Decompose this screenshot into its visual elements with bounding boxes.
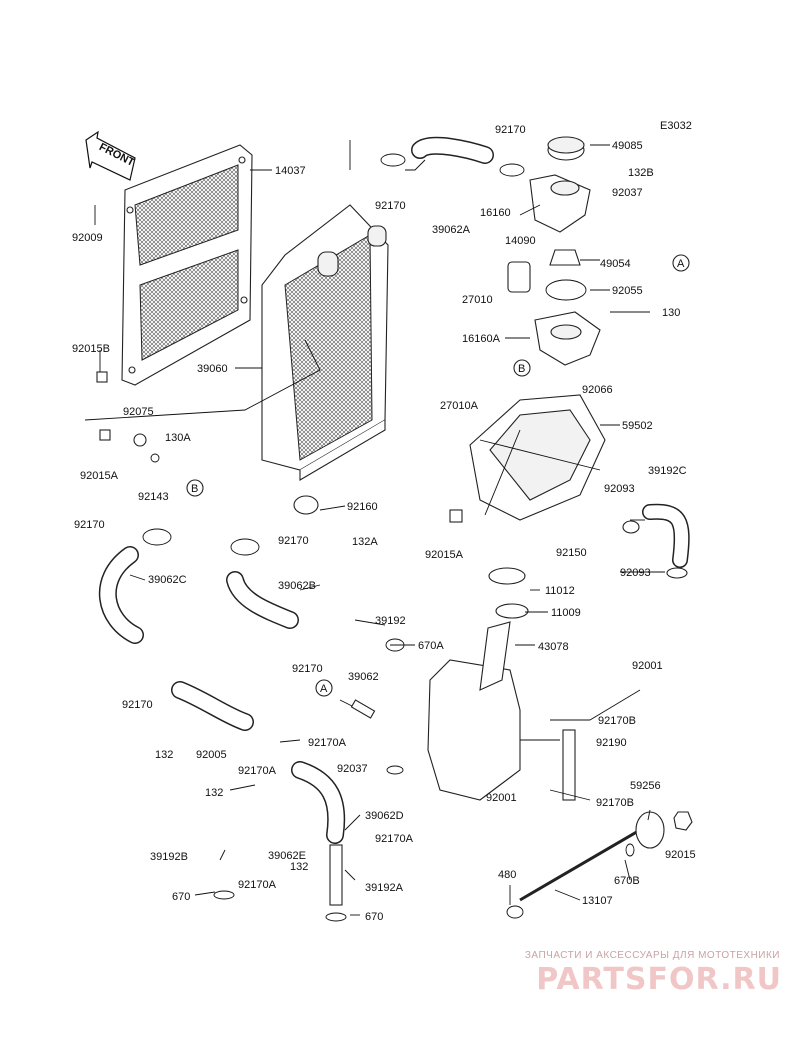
label-92066: 92066 xyxy=(582,384,613,396)
watermark-logo: PARTSFOR.RU xyxy=(536,962,782,997)
label-14037: 14037 xyxy=(275,165,306,177)
label-92001-a: 92001 xyxy=(632,660,663,672)
label-16160a: 16160A xyxy=(462,333,501,345)
label-92170-mid: 92170 xyxy=(278,535,309,547)
label-14090: 14090 xyxy=(505,235,536,247)
label-92143: 92143 xyxy=(138,491,169,503)
label-92037-b: 92037 xyxy=(337,763,368,775)
label-480: 480 xyxy=(498,869,516,881)
label-92015: 92015 xyxy=(665,849,696,861)
label-92075: 92075 xyxy=(123,406,154,418)
label-49054: 49054 xyxy=(600,258,631,270)
label-132a: 132A xyxy=(352,536,378,548)
water-pump-shaft xyxy=(506,811,693,919)
small-fittings xyxy=(96,371,688,922)
label-92170a-d: 92170A xyxy=(238,879,277,891)
label-92170b-b: 92170B xyxy=(596,797,634,809)
label-39062c: 39062C xyxy=(148,574,187,586)
label-27010: 27010 xyxy=(462,294,493,306)
front-arrow-icon: FRONT xyxy=(85,130,137,181)
label-92170a-a: 92170A xyxy=(308,737,347,749)
label-670-a: 670 xyxy=(172,891,190,903)
label-13107: 13107 xyxy=(582,895,613,907)
label-39062a: 39062A xyxy=(432,224,471,236)
label-130: 130 xyxy=(662,307,680,319)
label-27010a: 27010A xyxy=(440,400,479,412)
hoses xyxy=(98,136,690,906)
label-49085: 49085 xyxy=(612,140,643,152)
label-670a: 670A xyxy=(418,640,444,652)
label-92170-top: 92170 xyxy=(375,200,406,212)
part-labels: 14037 92009 92015B 39060 92075 130A 9201… xyxy=(72,124,696,923)
label-132: 132 xyxy=(155,749,173,761)
label-92170a-c: 92170A xyxy=(375,833,414,845)
label-39062: 39062 xyxy=(348,671,379,683)
label-130a: 130A xyxy=(165,432,191,444)
label-39062d: 39062D xyxy=(365,810,404,822)
label-92093-b: 92093 xyxy=(620,567,651,579)
label-92015b: 92015B xyxy=(72,343,110,355)
label-92190: 92190 xyxy=(596,737,627,749)
label-92005: 92005 xyxy=(196,749,227,761)
marker-b-2: B xyxy=(518,363,525,375)
label-670b: 670B xyxy=(614,875,640,887)
label-11009: 11009 xyxy=(551,607,581,619)
label-132b: 132B xyxy=(628,167,654,179)
label-92055: 92055 xyxy=(612,285,643,297)
label-39192a: 39192A xyxy=(365,882,404,894)
label-39062b: 39062B xyxy=(278,580,316,592)
label-132-b: 132 xyxy=(205,787,223,799)
diagram-code: E3032 xyxy=(660,120,692,132)
label-132-c: 132 xyxy=(290,861,308,873)
watermark-tagline: ЗАПЧАСТИ И АКСЕССУАРЫ ДЛЯ МОТОТЕХНИКИ xyxy=(524,950,780,961)
radiator-screen xyxy=(121,144,253,386)
radiator xyxy=(261,204,389,481)
label-92009: 92009 xyxy=(72,232,103,244)
marker-circles xyxy=(186,254,690,697)
label-59256: 59256 xyxy=(630,780,661,792)
label-16160: 16160 xyxy=(480,207,511,219)
label-92170-top2: 92170 xyxy=(495,124,526,136)
marker-a-1: A xyxy=(677,258,685,270)
label-92170a-b: 92170A xyxy=(238,765,277,777)
label-39060: 39060 xyxy=(197,363,228,375)
label-92150: 92150 xyxy=(556,547,587,559)
reservoir-tank xyxy=(427,567,529,801)
label-11012: 11012 xyxy=(545,585,575,597)
label-92015a-mid: 92015A xyxy=(425,549,464,561)
marker-a-2: A xyxy=(320,683,328,695)
label-92015a-left: 92015A xyxy=(80,470,119,482)
thermostat-housing xyxy=(507,136,601,366)
marker-b-1: B xyxy=(191,483,198,495)
label-92001-b: 92001 xyxy=(486,792,517,804)
label-92093-a: 92093 xyxy=(604,483,635,495)
label-92160: 92160 xyxy=(347,501,378,513)
label-670-b: 670 xyxy=(365,911,383,923)
label-92170-left2: 92170 xyxy=(122,699,153,711)
label-59502: 59502 xyxy=(622,420,653,432)
label-39192: 39192 xyxy=(375,615,406,627)
label-39062e: 39062E xyxy=(268,850,306,862)
label-39192c: 39192C xyxy=(648,465,687,477)
label-43078: 43078 xyxy=(538,641,569,653)
label-92037-top: 92037 xyxy=(612,187,643,199)
label-92170-left: 92170 xyxy=(74,519,105,531)
label-92170-mid2: 92170 xyxy=(292,663,323,675)
label-39192b: 39192B xyxy=(150,851,188,863)
label-92170b-a: 92170B xyxy=(598,715,636,727)
cooling-fan xyxy=(469,394,606,521)
